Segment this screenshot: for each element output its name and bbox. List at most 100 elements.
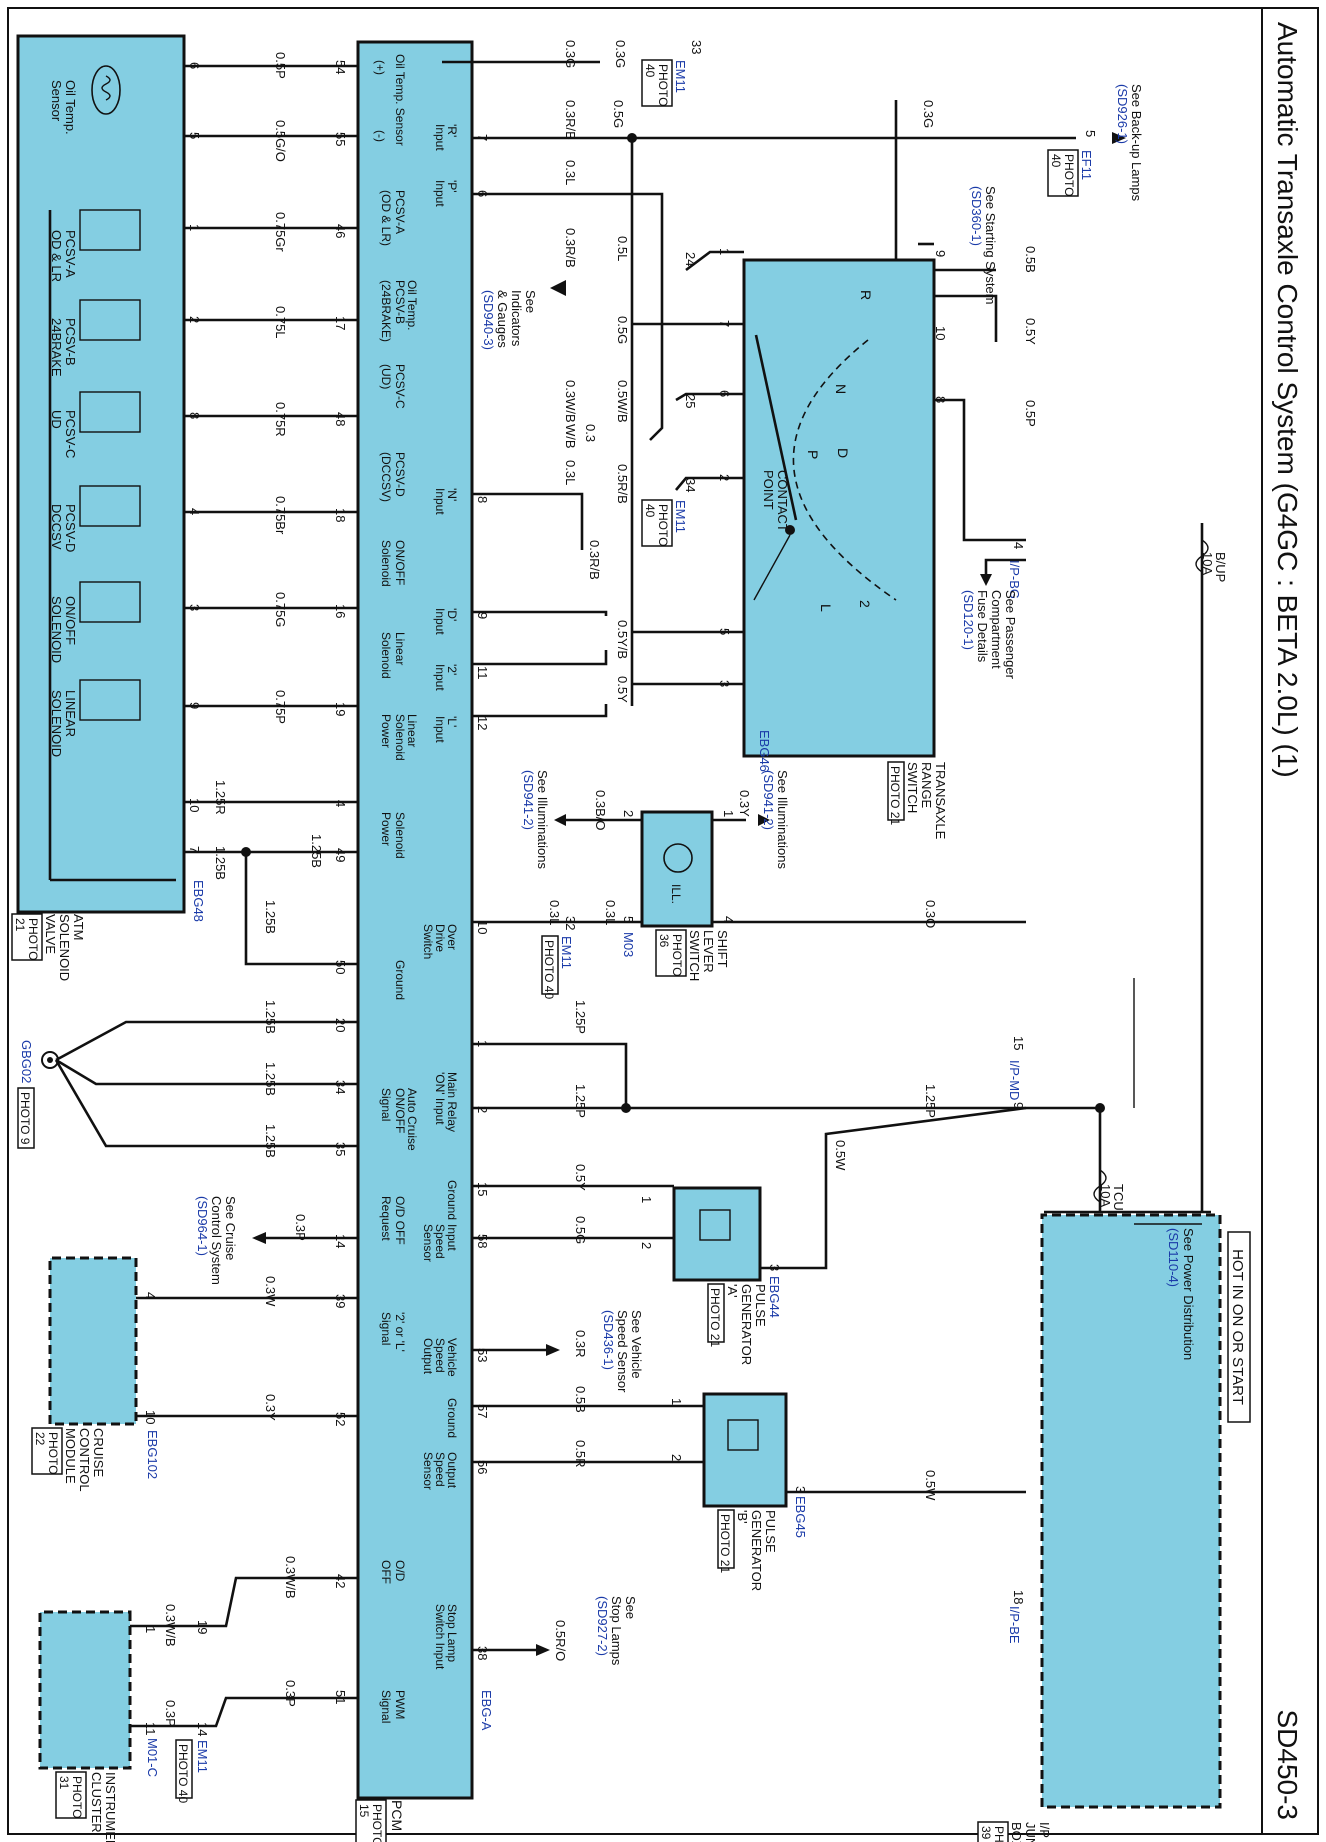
pcm-photo-2: 15 — [357, 1804, 371, 1818]
onoff-solenoid-icon — [79, 581, 141, 623]
pcm-b-f1: Linear — [393, 632, 407, 665]
ip-junction-box — [1040, 1213, 1222, 1809]
tw-wb03: 0.3W/B — [563, 380, 578, 423]
shift-ill-arrow-2 — [554, 814, 566, 826]
sol-d-1: PCSV-D — [63, 504, 78, 552]
tw-rb03b: 0.3R/B — [587, 540, 602, 580]
pga-pin-1: 1 — [639, 1196, 654, 1203]
range-2: 2 — [857, 600, 873, 608]
shift-photo-1: PHOTO — [670, 934, 684, 976]
pcm-b-c2: (UD) — [379, 364, 393, 389]
pcm-od-l2: Drive — [433, 924, 447, 952]
pcm-pin-8: 8 — [475, 496, 490, 503]
pga-photo: PHOTO 21 — [708, 1288, 722, 1347]
range-conn: EBG46 — [757, 730, 772, 772]
em11-name-top: EM11 — [673, 60, 688, 93]
cw-0: 0.3P — [293, 1214, 308, 1241]
page-code: SD450-3 — [1272, 1709, 1303, 1820]
shift-see2-2: (SD941-2) — [521, 770, 536, 830]
range-name-2: RANGE — [919, 762, 934, 809]
main-relay-labels: 1.25P 1.25P 1.25P — [573, 1000, 938, 1118]
jbox-photo-1: PHOTO — [992, 1826, 1006, 1842]
cluster-od-wire — [130, 1576, 358, 1628]
pcm-pin-34: 34 — [333, 1080, 348, 1094]
pcm-b-f2: Solenoid — [379, 632, 393, 679]
sol-b-1: PCSV-B — [63, 318, 78, 366]
jbox-pin-bg: 4 — [1011, 542, 1026, 549]
pcm-pin-53: 53 — [475, 1348, 490, 1362]
pga-conn: EBG44 — [767, 1276, 782, 1318]
tw-g05: 0.5G — [611, 100, 626, 128]
see-start-l2: (SD360-1) — [969, 186, 984, 246]
pcm-body — [356, 40, 474, 1800]
pcm-pin-2: 2 — [475, 1106, 490, 1113]
pcm-2-l2: Input — [433, 664, 447, 691]
oil-temp-sensor-icon — [91, 65, 121, 115]
atm-solenoid-valve-body — [16, 34, 186, 914]
range-wire-labels: 0.5L 0.5G 0.5W/B 0.5R/B 0.5Y/B 0.5Y — [615, 236, 630, 703]
pcm-iss-l3: Sensor — [421, 1224, 435, 1262]
pcm-l-l1: 'L' — [445, 716, 459, 727]
sw-0: 0.3Y — [737, 790, 752, 817]
pcm-oss-l3: Sensor — [421, 1452, 435, 1490]
pcm-od-l1: Over — [445, 924, 459, 950]
range-pin8-to-bg — [934, 398, 1026, 542]
shift-conn: M03 — [621, 932, 636, 957]
sol-a-1: PCSV-A — [63, 230, 78, 278]
shift-pin-4: 4 — [721, 916, 736, 923]
em11-photo-top-2: 40 — [643, 64, 657, 78]
cluster-conn: M01-C — [145, 1738, 160, 1777]
pcm-pin-57: 57 — [475, 1404, 490, 1418]
cluster-em11-photo-box — [175, 1739, 193, 1799]
shift-pin-2: 2 — [621, 810, 636, 817]
ground-wire-labels: 1.25B 1.25B 1.25B — [263, 1000, 278, 1158]
range-switch-wires — [632, 250, 744, 686]
cw-2: 0.3Y — [263, 1394, 278, 1421]
pcsv-a-icon — [79, 209, 141, 251]
clw-1: 0.3W/B — [163, 1604, 178, 1647]
pcm-b-a1: PCSV-A — [393, 190, 407, 234]
em11-pin-24: 24 — [683, 252, 698, 266]
jbox-name-3: BOX — [1009, 1822, 1024, 1842]
shift-lever-switch-body — [640, 810, 714, 928]
pcm-oss-l1: Output — [445, 1452, 459, 1489]
pcm-2-l1: '2' — [445, 664, 459, 675]
cluster-pin-1: 1 — [143, 1626, 158, 1633]
pga-name-2: GENERATOR — [739, 1284, 754, 1365]
see-ind-arrow — [550, 280, 566, 296]
pcm-conn: EBG-A — [479, 1690, 494, 1731]
pcm-top-labels: 'R' Input 'P' Input 'N' Input 'D' Input … — [421, 124, 459, 1670]
em11-pin-32: 32 — [563, 916, 578, 930]
pgb-photo-box — [717, 1509, 735, 1569]
pcm-pin-12: 12 — [475, 716, 490, 730]
pcm-b-a2: (OD & LR) — [379, 190, 393, 246]
pcm-pin-56: 56 — [475, 1460, 490, 1474]
range-pin-9: 9 — [933, 250, 948, 257]
mr-2: 1.25P — [923, 1084, 938, 1118]
cluster-name-1: INSTRUMENT — [103, 1772, 118, 1842]
shift-name-3: SWITCH — [687, 930, 702, 981]
pga-pin-2: 2 — [639, 1242, 654, 1249]
shift-wire-labels: 0.3Y 0.3B/O 0.3O 0.3L 0.3L — [547, 790, 938, 928]
top-wire-labels: 0.3G 0.3G 0.3R/B 0.5G 0.3G 0.3L 0.3R/B 0… — [563, 40, 936, 580]
pcm-vss-l3: Output — [421, 1338, 435, 1375]
cw-1: 0.3W — [263, 1276, 278, 1307]
em11-name-mid: EM11 — [673, 500, 688, 533]
pcm-stop-l1: Stop Lamp — [445, 1604, 459, 1662]
wire-atm-5: 0.75Br — [273, 496, 288, 535]
jbox-photo-2: 39 — [979, 1826, 993, 1840]
sol-e-1: ON/OFF — [63, 596, 78, 645]
em11-pin-25: 25 — [683, 394, 698, 408]
oil-sensor-l2: Sensor — [49, 80, 64, 122]
cluster-name-2: CLUSTER — [89, 1772, 104, 1833]
pga-wire-labels: 0.5Y 0.5G 0.5W — [573, 1140, 848, 1244]
see-ind-3: & Gauges — [495, 290, 510, 348]
page-border — [7, 7, 1319, 1835]
pcsv-d-icon — [79, 485, 141, 527]
atm-wires — [184, 64, 358, 966]
see-fuse-l2: Compartment — [989, 590, 1004, 669]
pcm-pin-16: 16 — [333, 604, 348, 618]
shift-see1-2: (SD941-2) — [761, 770, 776, 830]
em11-photo-box-lower — [541, 935, 559, 995]
pcm-b-plus: (+) — [373, 60, 387, 75]
